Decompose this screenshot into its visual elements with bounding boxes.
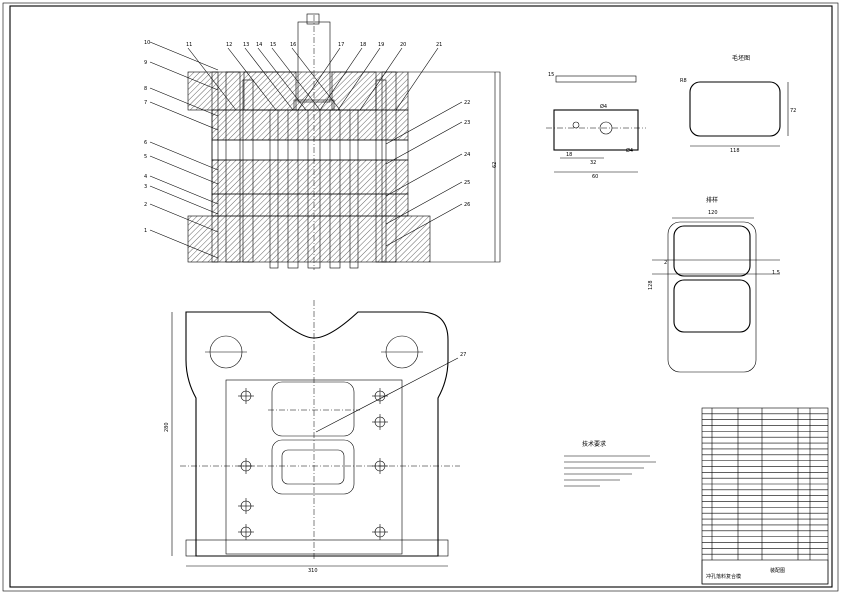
blank-view: 毛坯图 R8 118 72 [680,54,796,154]
part-label: 24 [464,152,470,158]
part-label: 22 [464,100,470,106]
inner-border [9,5,833,588]
label-27: 27 [460,352,466,358]
part-label: 19 [378,42,384,48]
dim-slot: Ø4 [626,147,633,154]
dim-hole: Ø4 [600,103,607,110]
leader-line [149,87,219,117]
leader-line [244,47,294,111]
part-label: 9 [144,60,147,66]
leader-line [385,101,463,145]
dim-plan-width: 310 [308,568,318,574]
part-label: 23 [464,120,470,126]
layout-gap: 2 [664,260,667,266]
part-label: 12 [226,42,232,48]
leader-line [291,47,341,111]
part-label: 20 [400,42,406,48]
part-label: 4 [144,174,147,180]
part-label: 2 [144,202,147,208]
bom-table [702,413,828,555]
blank-view-title: 毛坯图 [732,54,750,62]
leader-line [149,61,219,91]
leader-line [149,141,219,171]
part-label: 6 [144,140,147,146]
leader-line [385,153,463,197]
leader-line [297,47,341,111]
part-label: 18 [360,42,366,48]
leader-line [149,175,219,205]
leader-line [227,47,277,111]
leader-line [257,47,307,111]
small-label: 15 [548,72,554,78]
technical-requirements: 技术要求 [564,440,656,487]
leader-line [149,203,219,233]
section-view: 62 [187,13,501,270]
leader-line [395,47,439,111]
leader-line [149,101,219,131]
leader-line [271,47,321,111]
part-label: 26 [464,202,470,208]
plan-view: 27 280 310 [164,300,466,574]
leader-line [149,229,219,259]
title-block-type: 装配图 [770,567,785,574]
tech-req-title: 技术要求 [582,440,606,448]
leader-line [385,203,463,247]
part-label: 21 [436,42,442,48]
leader-line [149,41,219,71]
part-labels-left: 10 9 8 7 6 5 4 3 2 1 [144,40,219,259]
part-label: 8 [144,86,147,92]
blank-radius: R8 [680,78,687,84]
leader-line [149,155,219,185]
leader-line [337,47,381,111]
part-view: 15 Ø4 Ø4 18 32 60 [546,72,646,180]
dim-c: 60 [592,174,598,180]
layout-view-title: 排样 [706,196,718,204]
part-label: 15 [270,42,276,48]
leader-line [187,47,237,111]
part-label: 16 [290,42,296,48]
leader-line [319,47,363,111]
part-label: 3 [144,184,147,190]
leader-line [359,47,403,111]
leader-line [385,121,463,165]
dim-a: 18 [566,152,572,158]
part-label: 7 [144,100,147,106]
part-label: 17 [338,42,344,48]
blank-width: 118 [730,148,740,154]
dim-overall-height: 62 [492,162,498,168]
part-label: 25 [464,180,470,186]
layout-edge: 1.5 [772,270,780,276]
dim-b: 32 [590,160,596,166]
part-label: 14 [256,42,262,48]
part-label: 13 [243,42,249,48]
title-block-name: 冲孔落料复合模 [706,573,741,580]
bolt-holes [238,388,388,540]
leader-line [385,181,463,225]
layout-width: 128 [648,280,654,290]
part-label: 11 [186,42,192,48]
leader-line [149,185,219,215]
part-label: 1 [144,228,147,234]
part-labels-top: 11 12 13 14 15 16 17 18 19 20 21 [186,42,442,111]
dim-plan-height: 280 [164,422,170,432]
part-label: 10 [144,40,150,46]
part-labels-right: 22 23 24 25 26 [385,100,470,247]
blank-height: 72 [790,108,796,114]
layout-pitch: 120 [708,210,718,216]
title-block: 冲孔落料复合模 装配图 [701,407,829,585]
part-label: 5 [144,154,147,160]
strip-layout-view: 排样 120 128 2 1.5 [648,196,780,373]
